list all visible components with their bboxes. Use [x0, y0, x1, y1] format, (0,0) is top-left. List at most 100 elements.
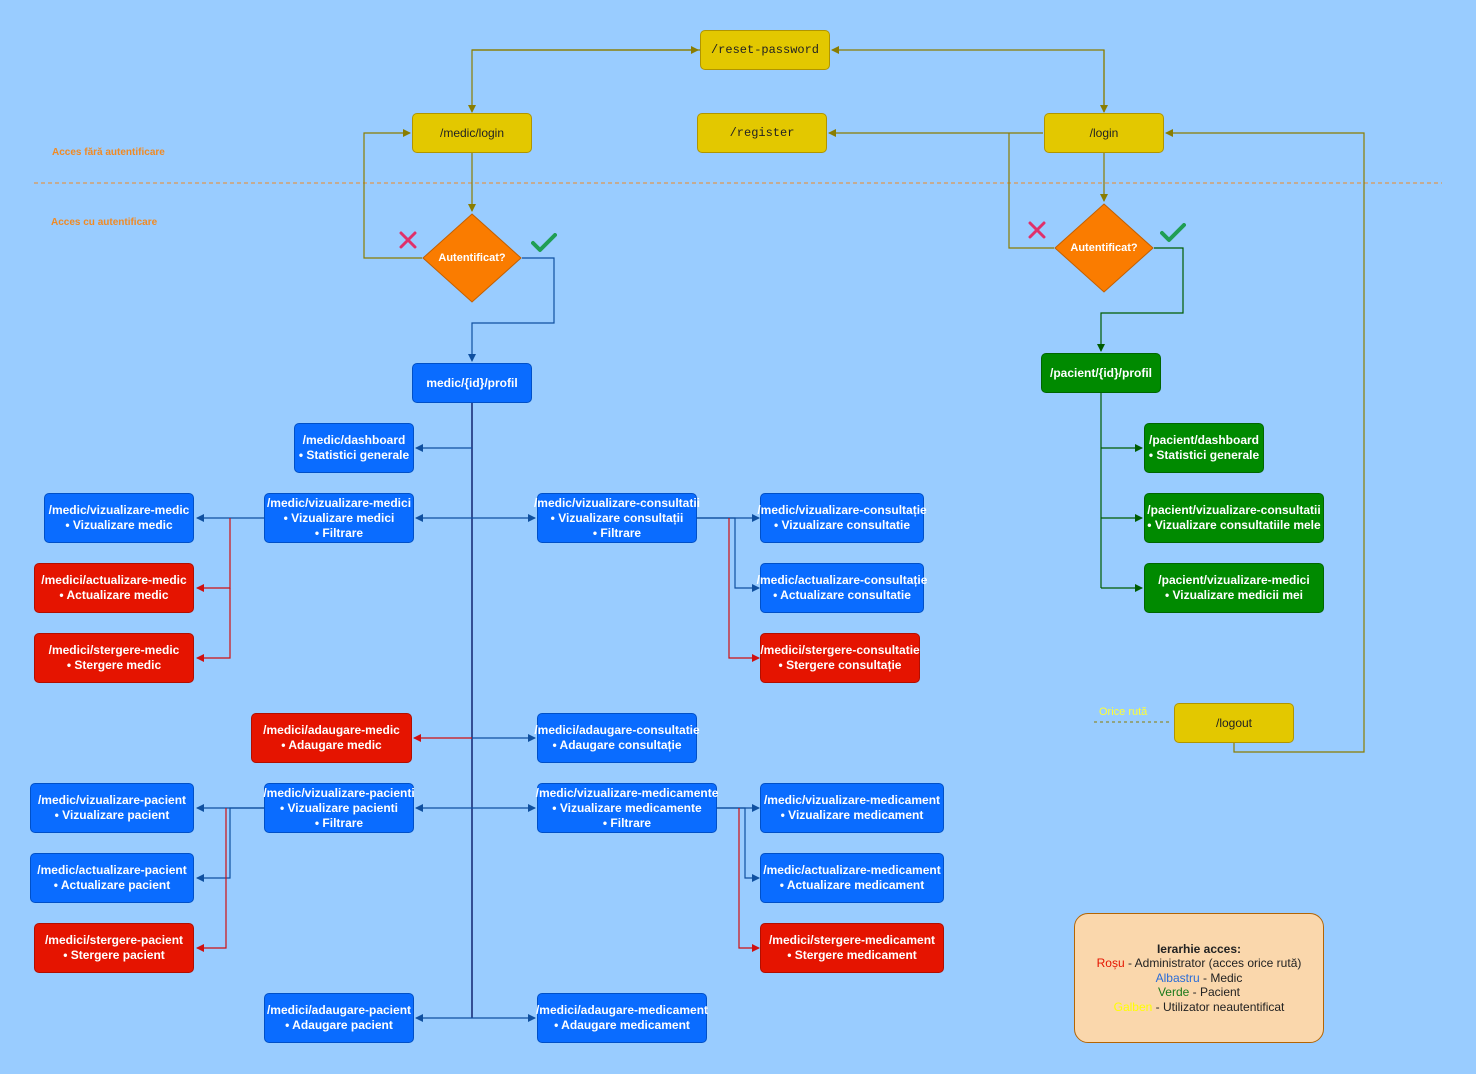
node-login[interactable]: /login — [1044, 113, 1164, 153]
node-pacient-vizualizare-consultatii[interactable]: /pacient/vizualizare-consultatii• Vizual… — [1144, 493, 1324, 543]
edge-logout-to-login — [1165, 129, 1365, 753]
node-feature: • Actualizare consultatie — [773, 588, 911, 602]
node-route: /medic/vizualizare-medic — [48, 503, 190, 517]
node-feature: • Vizualizare consultații — [550, 510, 684, 525]
node-route: /medici/actualizare-medic — [41, 573, 187, 587]
node-feature: • Actualizare medicament — [779, 878, 925, 892]
decision-pacient: Autentificat? — [1054, 203, 1154, 293]
node-medic-vizualizare-pacienti[interactable]: /medic/vizualizare-pacienti• Vizualizare… — [263, 783, 415, 833]
node-medic-vizualizare-medici[interactable]: /medic/vizualizare-medici• Vizualizare m… — [264, 493, 414, 543]
node-medici-adaugare-pacient[interactable]: /medici/adaugare-pacient• Adaugare pacie… — [264, 993, 414, 1043]
edge-decision-fail-medic — [363, 129, 422, 259]
node-register[interactable]: /register — [697, 113, 827, 153]
edge-viz-pacienti-act-pacient — [196, 807, 264, 882]
node-medic-vizualizare-medicament[interactable]: /medic/vizualizare-medicament• Vizualiza… — [760, 783, 944, 833]
node-medic-actualizare-pacient[interactable]: /medic/actualizare-pacient• Actualizare … — [30, 853, 194, 903]
node-reset-password[interactable]: /reset-password — [700, 30, 830, 70]
node-route: /medici/adaugare-medic — [263, 723, 400, 737]
node-medici-stergere-consultatie[interactable]: /medici/stergere-consultatie• Stergere c… — [760, 633, 920, 683]
node-route: /medici/stergere-pacient — [44, 933, 184, 947]
legend-yellow-word: Galben — [1113, 999, 1153, 1014]
legend-red-word: Roșu — [1096, 956, 1125, 971]
node-medic-actualizare-consultatie[interactable]: /medic/actualizare-consultație• Actualiz… — [757, 563, 927, 613]
node-feature: • Stergere consultație — [778, 658, 902, 672]
decision-medic: Autentificat? — [422, 213, 522, 303]
node-medic-login[interactable]: /medic/login — [412, 113, 532, 153]
node-feature: • Stergere medicament — [787, 948, 917, 962]
node-pacient-vizualizare-medici[interactable]: /pacient/vizualizare-medici• Vizualizare… — [1144, 563, 1324, 613]
zone-label-public: Acces fără autentificare — [52, 147, 165, 158]
zone-label-auth: Acces cu autentificare — [51, 217, 158, 228]
node-route: /medici/stergere-medic — [48, 643, 180, 657]
node-route: /medic/vizualizare-consultație — [757, 503, 927, 517]
node-feature: • Vizualizare medicament — [780, 808, 924, 822]
node-medic-dashboard[interactable]: /medic/dashboard• Statistici generale — [294, 423, 414, 473]
node-route: /pacient/dashboard — [1148, 433, 1260, 447]
node-route: /medic/dashboard — [302, 433, 406, 447]
edge-viz-medici-act-medic — [196, 518, 231, 592]
edge-viz-consultatii-sterg-consultatie — [728, 518, 760, 662]
legend-row-green: Verde - Pacient — [1158, 985, 1240, 1000]
node-route: /medici/adaugare-consultatie — [534, 723, 700, 737]
node-medici-adaugare-medicament[interactable]: /medici/adaugare-medicament• Adaugare me… — [535, 993, 709, 1043]
node-route: /medic/actualizare-consultație — [756, 573, 928, 587]
node-medic-vizualizare-consultatie[interactable]: /medic/vizualizare-consultație• Vizualiz… — [757, 493, 927, 543]
legend-blue-desc: - Medic — [1199, 970, 1243, 985]
node-feature: • Adaugare medicament — [554, 1018, 690, 1032]
node-medic-vizualizare-medicamente[interactable]: /medic/vizualizare-medicamente• Vizualiz… — [535, 783, 719, 833]
edge-reset-to-login — [831, 46, 1105, 112]
node-medic-actualizare-medicament[interactable]: /medic/actualizare-medicament• Actualiza… — [760, 853, 944, 903]
node-feature: • Vizualizare medicii mei — [1164, 588, 1304, 602]
legend-red-desc: - Administrator (acces orice rută) — [1124, 956, 1302, 971]
node-route: /medici/stergere-medicament — [768, 933, 936, 947]
node-route: /medic/actualizare-pacient — [37, 863, 187, 877]
node-route: /pacient/vizualizare-medici — [1158, 573, 1310, 587]
legend-row-red: Roșu - Administrator (acces orice rută) — [1097, 956, 1302, 971]
node-medic-vizualizare-pacient[interactable]: /medic/vizualizare-pacient• Vizualizare … — [30, 783, 194, 833]
node-logout[interactable]: /logout — [1174, 703, 1294, 743]
node-feature: • Adaugare pacient — [285, 1018, 393, 1032]
node-medici-actualizare-medic[interactable]: /medici/actualizare-medic• Actualizare m… — [34, 563, 194, 613]
node-feature: • Vizualizare consultatie — [773, 518, 911, 532]
node-feature: • Filtrare — [592, 525, 642, 540]
node-route: /pacient/vizualizare-consultatii — [1147, 503, 1321, 517]
node-medic-vizualizare-consultatii[interactable]: /medic/vizualizare-consultatii• Vizualiz… — [533, 493, 701, 543]
edge-reset-to-medic-login — [468, 49, 700, 113]
node-route: /medic/vizualizare-consultatii — [533, 495, 701, 510]
node-medic-vizualizare-medic[interactable]: /medic/vizualizare-medic• Vizualizare me… — [44, 493, 194, 543]
node-feature: • Adaugare consultație — [552, 738, 682, 752]
legend-blue-word: Albastru — [1155, 970, 1200, 985]
node-route: /medic/vizualizare-pacienti — [263, 785, 415, 800]
node-medici-adaugare-medic[interactable]: /medici/adaugare-medic• Adaugare medic — [251, 713, 412, 763]
node-route: /medici/stergere-consultatie — [760, 643, 920, 657]
node-feature: • Filtrare — [602, 815, 652, 830]
node-route: /medic/vizualizare-medicament — [763, 793, 941, 807]
node-feature: • Filtrare — [314, 815, 364, 830]
edge-decision-fail-pacient — [1008, 133, 1054, 249]
node-route: /medic/actualizare-medicament — [763, 863, 941, 877]
node-pacient-profil[interactable]: /pacient/{id}/profil — [1041, 353, 1161, 393]
edge-viz-medici-sterg-medic — [196, 588, 231, 662]
node-medic-profil[interactable]: medic/{id}/profil — [412, 363, 532, 403]
legend-green-word: Verde — [1157, 985, 1190, 1000]
node-route: /medic/vizualizare-pacient — [37, 793, 187, 807]
node-feature: • Vizualizare pacienti — [279, 800, 399, 815]
node-medici-stergere-medicament[interactable]: /medici/stergere-medicament• Stergere me… — [760, 923, 944, 973]
node-feature: • Actualizare medic — [59, 588, 169, 602]
node-feature: • Vizualizare consultatiile mele — [1147, 518, 1321, 532]
decision-medic-label: Autentificat? — [438, 252, 506, 264]
node-medici-stergere-medic[interactable]: /medici/stergere-medic• Stergere medic — [34, 633, 194, 683]
node-route: /medic/vizualizare-medicamente — [535, 785, 719, 800]
node-feature: • Vizualizare medici — [283, 510, 395, 525]
node-route: /medici/adaugare-medicament — [535, 1003, 709, 1017]
node-route: /medici/adaugare-pacient — [266, 1003, 412, 1017]
node-feature: • Filtrare — [314, 525, 364, 540]
node-medici-adaugare-consultatie[interactable]: /medici/adaugare-consultatie• Adaugare c… — [534, 713, 700, 763]
node-pacient-dashboard[interactable]: /pacient/dashboard• Statistici generale — [1144, 423, 1264, 473]
any-route-label: Orice rută — [1099, 706, 1148, 718]
edge-viz-pacienti-sterg-pacient — [196, 808, 227, 952]
check-icon — [531, 233, 557, 252]
node-feature: • Adaugare medic — [281, 738, 382, 752]
node-medici-stergere-pacient[interactable]: /medici/stergere-pacient• Stergere pacie… — [34, 923, 194, 973]
